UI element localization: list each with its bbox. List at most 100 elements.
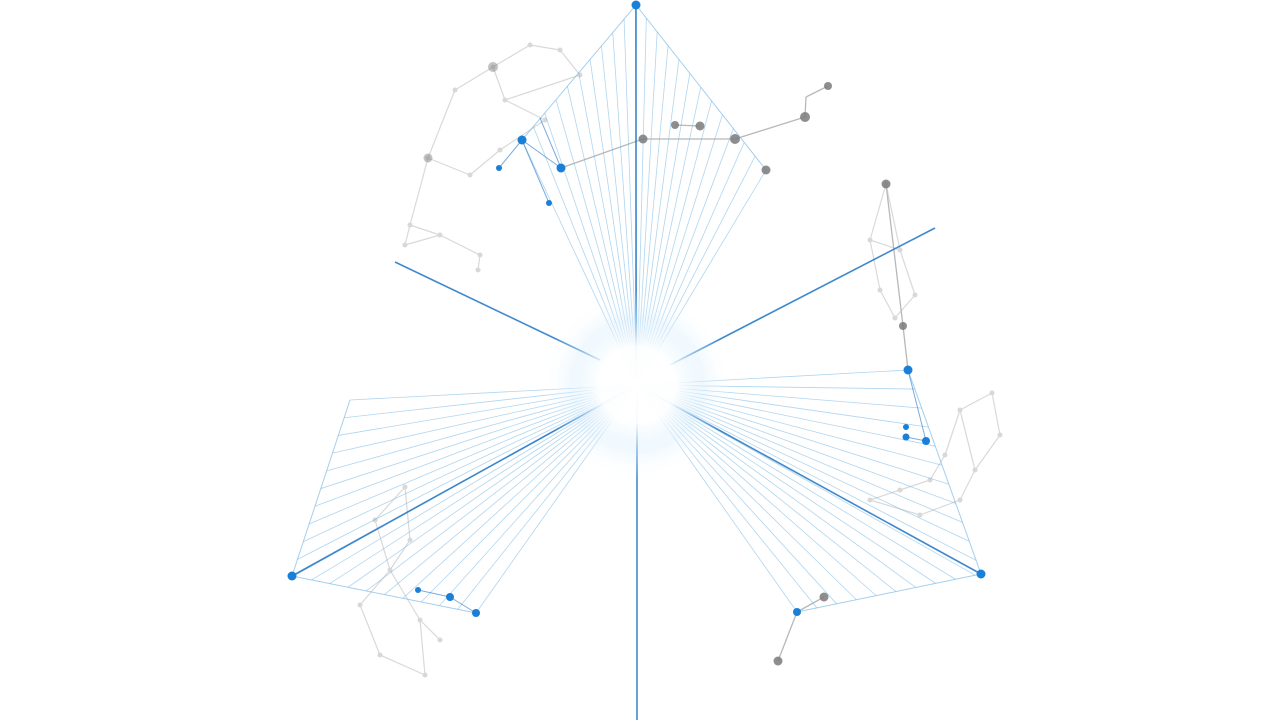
left-cluster-node — [377, 652, 383, 658]
left-cluster-node — [387, 567, 393, 573]
top-left-cluster-node — [557, 47, 563, 53]
blue-node — [631, 0, 641, 10]
top-left-cluster-edge — [477, 254, 481, 271]
top-left-cluster-edge — [404, 224, 411, 246]
blue-node — [903, 424, 909, 430]
left-cluster-edge — [419, 619, 441, 641]
left-cluster-node — [417, 617, 423, 623]
left-cluster-node — [437, 637, 443, 643]
right-lower-cluster-node — [972, 467, 978, 473]
blue-node — [922, 437, 930, 445]
top-left-cluster-edge — [427, 157, 471, 176]
left-cluster-node — [407, 537, 413, 543]
top-left-cluster-edge — [499, 119, 546, 151]
gray-node — [671, 121, 679, 129]
right-upper-cluster-edge — [869, 239, 881, 291]
left-cluster-edge — [379, 654, 426, 676]
top-left-cluster-node — [437, 232, 443, 238]
center-glow — [542, 290, 732, 480]
right-upper-cluster-node — [867, 237, 873, 243]
blue-node — [415, 587, 421, 593]
detail-line — [521, 139, 562, 169]
gray-node — [761, 165, 771, 175]
gray-node — [881, 179, 891, 189]
right-lower-cluster-node — [942, 452, 948, 458]
left-cluster-edge — [359, 604, 381, 656]
top-left-cluster-edge — [469, 149, 501, 176]
left-cluster-edge — [359, 569, 391, 606]
top-outline — [521, 4, 767, 171]
detail-line — [417, 589, 451, 598]
top-left-cluster-edge — [409, 224, 441, 236]
right-lower-cluster-edge — [959, 392, 993, 411]
right-lower-cluster-edge — [869, 499, 921, 516]
gray-node — [899, 322, 907, 330]
left-cluster-node — [422, 672, 428, 678]
right-lower-cluster-edge — [959, 469, 976, 501]
left-cluster-node — [357, 602, 363, 608]
left-cluster-node — [402, 484, 408, 490]
right-upper-cluster-node — [897, 247, 903, 253]
blue-node — [546, 200, 552, 206]
top-left-cluster-edge — [409, 157, 429, 226]
left-cluster-edge — [404, 486, 411, 541]
top-left-cluster-node — [475, 267, 481, 273]
gray-node — [800, 112, 810, 122]
gray-network-layer — [357, 42, 1003, 678]
top-left-cluster-node — [502, 97, 508, 103]
gray-node — [488, 62, 498, 72]
right-upper-cluster-edge — [869, 183, 887, 241]
right-upper-cluster-node — [892, 315, 898, 321]
gray-node — [773, 656, 783, 666]
right-upper-cluster-node — [877, 287, 883, 293]
blue-node — [793, 608, 801, 616]
gray-node — [824, 82, 832, 90]
blue-node — [903, 365, 913, 375]
right-lower-cluster-edge — [959, 409, 976, 471]
right-lower-cluster-edge — [991, 392, 1001, 436]
blue-node — [472, 609, 480, 617]
detail-line — [521, 139, 550, 204]
top-left-cluster-node — [402, 242, 408, 248]
blue-node — [496, 165, 502, 171]
gray-node — [423, 153, 433, 163]
left-cluster-edge — [374, 486, 406, 521]
gray-node — [730, 134, 740, 144]
right-lower-cluster-node — [957, 497, 963, 503]
top-left-cluster-edge — [427, 89, 456, 159]
right-lower-cluster-edge — [974, 434, 1001, 471]
right-upper-cluster-edge — [879, 289, 896, 319]
top-left-cluster-node — [497, 147, 503, 153]
gray-node — [638, 134, 648, 144]
top-left-cluster-node — [467, 172, 473, 178]
top-left-cluster-node — [527, 42, 533, 48]
top-left-cluster-node — [490, 64, 496, 70]
left-cluster-edge — [374, 519, 391, 571]
detail-line — [498, 139, 523, 169]
blue-node — [556, 163, 566, 173]
top-left-cluster-edge — [439, 234, 481, 256]
top-left-cluster-edge — [529, 44, 561, 51]
right-lower-cluster-node — [989, 390, 995, 396]
blue-node — [517, 135, 527, 145]
right-upper-cluster-edge — [894, 294, 916, 319]
detail-line — [539, 117, 562, 169]
top-left-cluster-edge — [504, 74, 581, 101]
right-lower-cluster-edge — [929, 454, 946, 481]
top-left-cluster-node — [452, 87, 458, 93]
connector-line — [885, 183, 904, 327]
right-lower-cluster-node — [917, 512, 923, 518]
connector-line — [902, 325, 909, 371]
top-left-cluster-edge — [404, 234, 441, 246]
connector-line — [805, 85, 829, 98]
top-left-cluster-node — [477, 252, 483, 258]
top-left-cluster-edge — [492, 66, 506, 101]
connector-line — [560, 138, 644, 169]
left-cluster-edge — [389, 569, 421, 621]
detail-line — [449, 596, 477, 614]
blue-node — [446, 593, 454, 601]
right-lower-cluster-edge — [899, 479, 931, 491]
right-lower-cluster-node — [957, 407, 963, 413]
left-cluster-edge — [419, 619, 426, 676]
